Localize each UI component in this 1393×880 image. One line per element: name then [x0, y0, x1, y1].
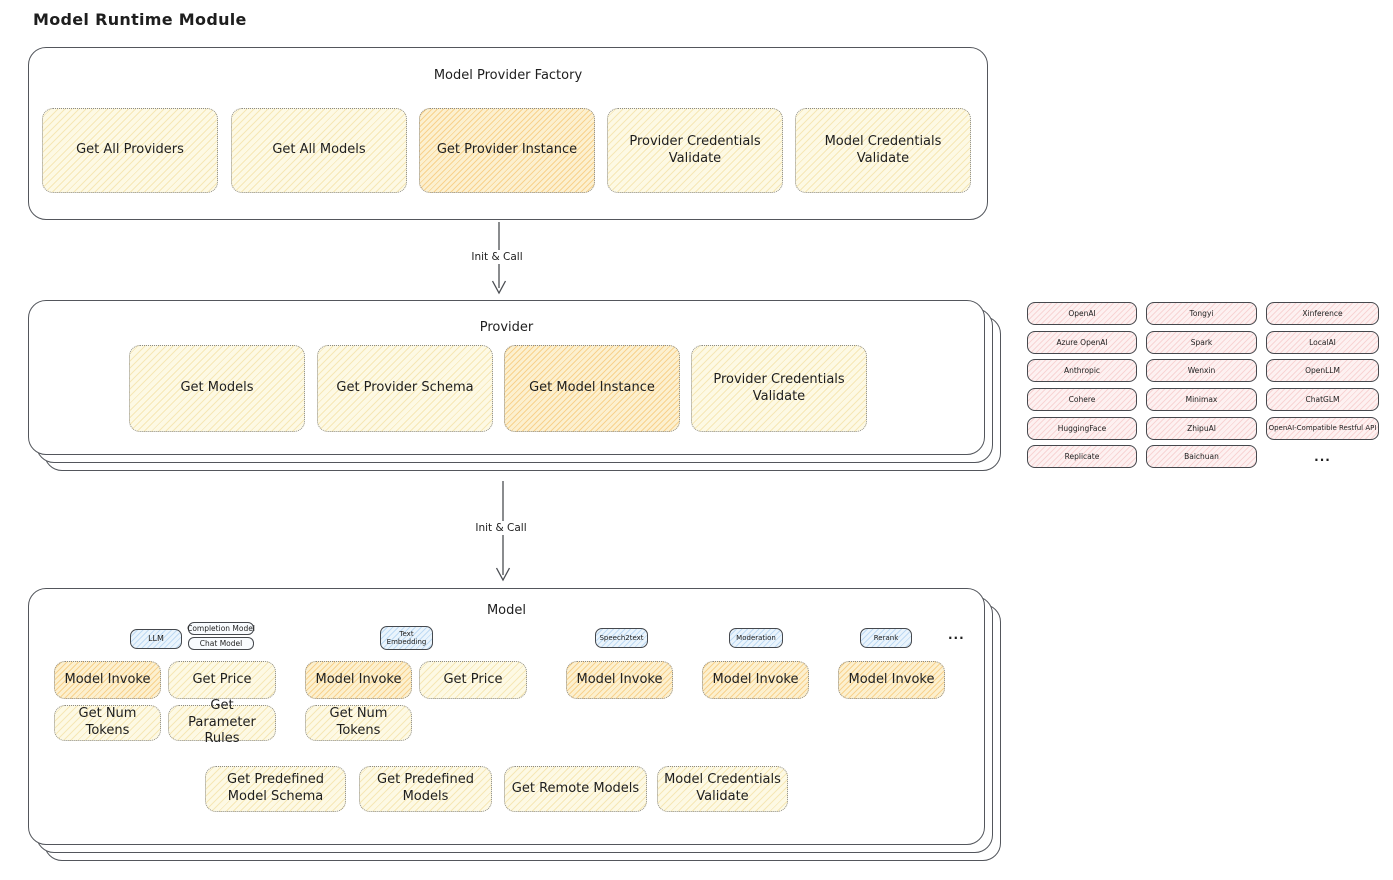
provider-pill-chatglm: ChatGLM	[1266, 388, 1379, 412]
provider-pill-openai-compatible-restful-api: OpenAI-Compatible Restful API	[1266, 416, 1379, 440]
page-title: Model Runtime Module	[33, 10, 247, 29]
tag-speech2text: Speech2text	[595, 628, 648, 648]
moderation-model-invoke-box: Model Invoke	[702, 661, 809, 699]
model-get-predefined-model-schema-box: Get Predefined Model Schema	[205, 766, 346, 812]
speech2text-model-invoke-box: Model Invoke	[566, 661, 673, 699]
arrow-label-init-call-1: Init & Call	[462, 250, 532, 264]
provider-pill-xinference: Xinference	[1266, 302, 1379, 325]
llm-get-price-box: Get Price	[168, 661, 276, 699]
factory-box-provider-credentials-validate: Provider Credentials Validate	[607, 108, 783, 193]
provider-title: Provider	[479, 320, 534, 335]
factory-box-model-credentials-validate: Model Credentials Validate	[795, 108, 971, 193]
llm-get-num-tokens-box: Get Num Tokens	[54, 705, 161, 741]
llm-get-parameter-rules-box: Get Parameter Rules	[168, 698, 276, 746]
llm-model-invoke-box: Model Invoke	[54, 661, 161, 699]
provider-pill-baichuan: Baichuan	[1146, 445, 1257, 469]
provider-pill-zhipuai: ZhipuAI	[1146, 416, 1257, 440]
factory-box-get-all-models: Get All Models	[231, 108, 407, 193]
factory-box-get-provider-instance: Get Provider Instance	[419, 108, 595, 193]
provider-pill-localai: LocalAI	[1266, 330, 1379, 354]
factory-title: Model Provider Factory	[433, 68, 583, 83]
providers-more-ellipsis: ...	[1314, 449, 1331, 464]
tag-moderation: Moderation	[729, 628, 783, 648]
model-credentials-validate-box: Model Credentials Validate	[657, 766, 788, 812]
provider-box-get-models: Get Models	[129, 345, 305, 432]
factory-box-get-all-providers: Get All Providers	[42, 108, 218, 193]
provider-box-provider-credentials-validate: Provider Credentials Validate	[691, 345, 867, 432]
provider-pill-openai: OpenAI	[1027, 302, 1137, 325]
tag-chat-model: Chat Model	[188, 637, 254, 650]
provider-pill-wenxin: Wenxin	[1146, 359, 1257, 383]
model-get-remote-models-box: Get Remote Models	[504, 766, 647, 812]
arrow-label-init-call-2: Init & Call	[466, 521, 536, 535]
model-title: Model	[486, 603, 527, 618]
tag-rerank: Rerank	[860, 628, 912, 648]
model-more-ellipsis: ...	[948, 628, 965, 642]
provider-pill-tongyi: Tongyi	[1146, 302, 1257, 325]
tag-llm: LLM	[130, 629, 182, 649]
tag-text-embedding: Text Embedding	[380, 626, 433, 650]
provider-pill-cohere: Cohere	[1027, 388, 1137, 412]
tag-completion-model: Completion Model	[187, 622, 255, 635]
provider-pill-spark: Spark	[1146, 330, 1257, 354]
provider-pill-azure-openai: Azure OpenAI	[1027, 330, 1137, 354]
provider-pill-anthropic: Anthropic	[1027, 359, 1137, 383]
provider-pill-openllm: OpenLLM	[1266, 359, 1379, 383]
provider-pill-minimax: Minimax	[1146, 388, 1257, 412]
provider-pill-replicate: Replicate	[1027, 445, 1137, 469]
embedding-get-num-tokens-box: Get Num Tokens	[305, 705, 412, 741]
provider-box-get-model-instance: Get Model Instance	[504, 345, 680, 432]
provider-box-get-provider-schema: Get Provider Schema	[317, 345, 493, 432]
provider-pill-huggingface: HuggingFace	[1027, 416, 1137, 440]
providers-panel: OpenAI Tongyi Xinference Azure OpenAI Sp…	[1027, 302, 1379, 469]
model-get-predefined-models-box: Get Predefined Models	[359, 766, 492, 812]
embedding-model-invoke-box: Model Invoke	[305, 661, 412, 699]
embedding-get-price-box: Get Price	[419, 661, 527, 699]
rerank-model-invoke-box: Model Invoke	[838, 661, 945, 699]
